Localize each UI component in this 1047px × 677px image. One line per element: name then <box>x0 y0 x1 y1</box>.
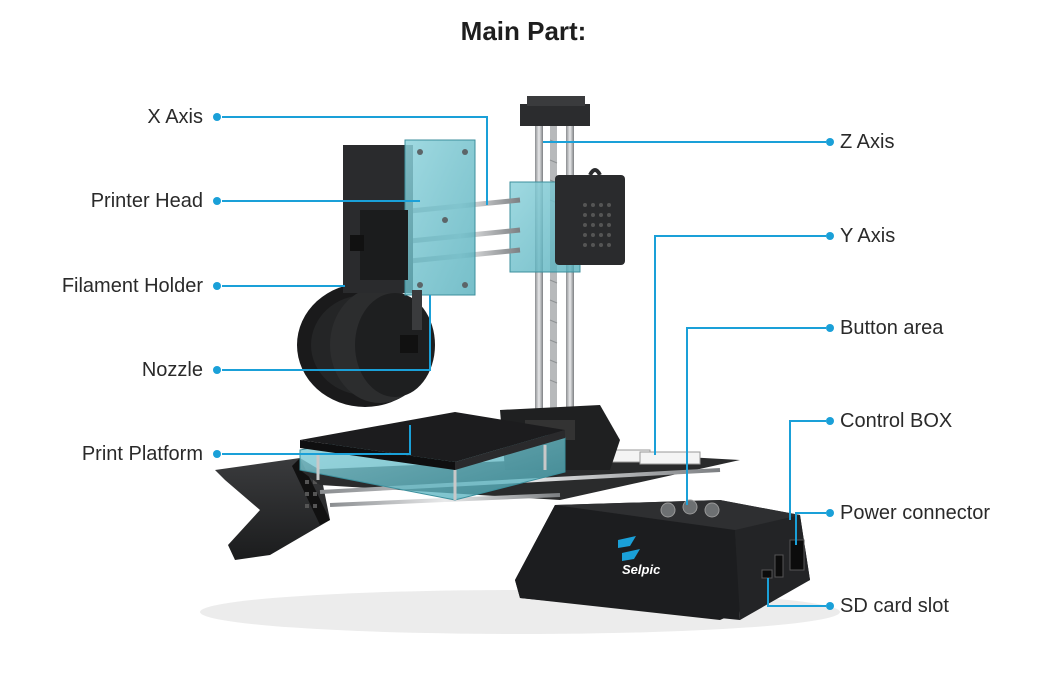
leader-nozzle <box>222 295 431 371</box>
leader-sd-card-slot <box>767 578 826 607</box>
label-filament-holder: Filament Holder <box>61 275 203 297</box>
label-button-area: Button area <box>840 317 944 339</box>
dot-printer-head <box>213 197 221 205</box>
dot-print-platform <box>213 450 221 458</box>
selpic-brand-text: Selpic <box>622 562 661 577</box>
leader-power-connector <box>795 512 826 545</box>
dot-power-connector <box>826 509 834 517</box>
dot-x-axis <box>213 113 221 121</box>
control-buttons <box>660 499 720 518</box>
label-y-axis: Y Axis <box>840 225 896 247</box>
label-z-axis: Z Axis <box>840 131 895 153</box>
label-control-box: Control BOX <box>840 410 953 432</box>
z-axis-top-cap <box>520 104 590 126</box>
dot-nozzle <box>213 366 221 374</box>
diagram-title: Main Part: <box>460 16 587 46</box>
callout-dots <box>213 113 834 610</box>
dot-y-axis <box>826 232 834 240</box>
dot-button-area <box>826 324 834 332</box>
dot-sd-card-slot <box>826 602 834 610</box>
selpic-logo: Selpic <box>618 536 661 577</box>
label-print-platform: Print Platform <box>81 443 203 465</box>
leader-y-axis <box>654 235 826 455</box>
dot-control-box <box>826 417 834 425</box>
label-x-axis: X Axis <box>147 106 203 128</box>
leader-print-platform <box>222 425 411 455</box>
label-power-connector: Power connector <box>840 502 991 524</box>
leader-button-area <box>686 327 826 505</box>
printer-illustration: Selpic <box>200 96 840 634</box>
leader-control-box <box>789 420 826 520</box>
callout-lines <box>222 116 826 607</box>
dot-z-axis <box>826 138 834 146</box>
label-printer-head: Printer Head <box>90 190 203 212</box>
label-nozzle: Nozzle <box>141 359 203 381</box>
label-sd-card-slot: SD card slot <box>840 595 949 617</box>
dot-filament-holder <box>213 282 221 290</box>
leader-x-axis <box>222 116 488 205</box>
